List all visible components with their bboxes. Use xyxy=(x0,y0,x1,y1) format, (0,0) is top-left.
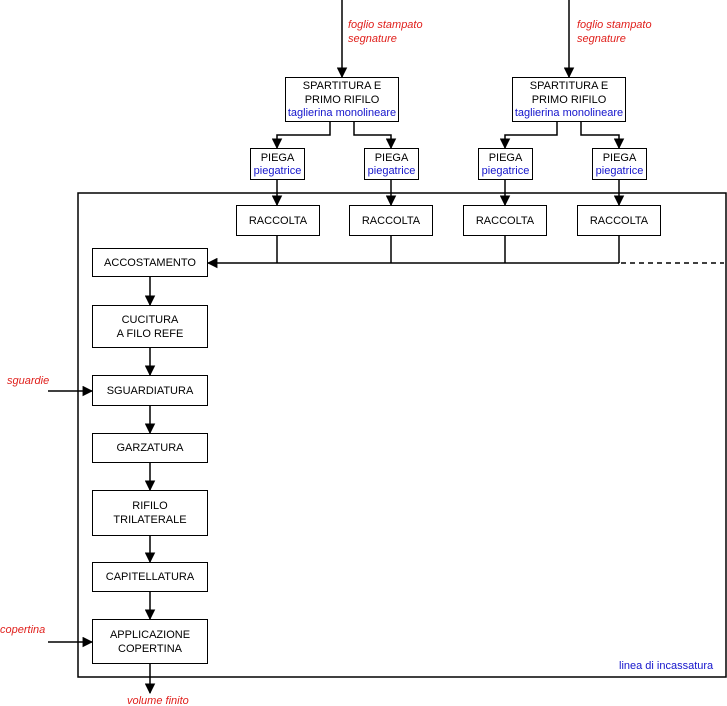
casing-box: APPLICAZIONE COPERTINA xyxy=(92,619,208,664)
endpapering-label: SGUARDIATURA xyxy=(106,384,194,397)
split-to-fold-2 xyxy=(353,122,397,150)
endpapering-box: SGUARDIATURA xyxy=(92,375,208,406)
binding-line-label: linea di incassatura xyxy=(619,660,714,672)
gather-label: RACCOLTA xyxy=(475,214,535,227)
fold-label: PIEGA xyxy=(260,151,295,164)
split-to-fold-1 xyxy=(271,122,331,150)
splitting-box-left: SPARTITURA E PRIMO RIFILO taglierina mon… xyxy=(285,77,399,122)
splitting-label: SPARTITURA E PRIMO RIFILO xyxy=(302,80,382,106)
gather-label: RACCOLTA xyxy=(589,214,649,227)
fold-label: PIEGA xyxy=(602,151,637,164)
fold-label: PIEGA xyxy=(374,151,409,164)
fold-machine: piegatrice xyxy=(481,164,530,177)
gauzing-label: GARZATURA xyxy=(116,442,184,454)
gather-label: RACCOLTA xyxy=(361,214,421,227)
gather-box-4: RACCOLTA xyxy=(577,205,661,236)
cover-label: copertina xyxy=(0,624,46,636)
endpapers-label: sguardie xyxy=(7,375,50,387)
fold-machine: piegatrice xyxy=(595,164,644,177)
split-to-fold-3 xyxy=(499,122,558,150)
fold-box-1: PIEGA piegatrice xyxy=(250,148,305,180)
fold-box-2: PIEGA piegatrice xyxy=(364,148,419,180)
trimming-label: RIFILO TRILATERALE xyxy=(113,500,187,526)
fold-box-4: PIEGA piegatrice xyxy=(592,148,647,180)
gather-box-2: RACCOLTA xyxy=(349,205,433,236)
fold-box-3: PIEGA piegatrice xyxy=(478,148,533,180)
output-label: volume finito xyxy=(127,695,189,706)
splitting-box-right: SPARTITURA E PRIMO RIFILO taglierina mon… xyxy=(512,77,626,122)
gather-box-1: RACCOLTA xyxy=(236,205,320,236)
splitting-machine: taglierina monolineare xyxy=(514,107,624,119)
collating-label: ACCOSTAMENTO xyxy=(104,256,196,269)
casing-label: APPLICAZIONE COPERTINA xyxy=(109,628,191,655)
fold-machine: piegatrice xyxy=(367,164,416,177)
sheet-label-right: foglio stampato segnature xyxy=(577,19,652,45)
fold-label: PIEGA xyxy=(488,151,523,164)
splitting-label: SPARTITURA E PRIMO RIFILO xyxy=(529,80,609,106)
sheet-label-left: foglio stampato segnature xyxy=(348,19,423,45)
gather-label: RACCOLTA xyxy=(248,214,308,227)
trimming-box: RIFILO TRILATERALE xyxy=(92,490,208,536)
binding-line-frame xyxy=(77,192,727,678)
sewing-box: CUCITURA A FILO REFE xyxy=(92,305,208,348)
sewing-label: CUCITURA A FILO REFE xyxy=(116,313,184,340)
collating-box: ACCOSTAMENTO xyxy=(92,248,208,277)
headbanding-label: CAPITELLATURA xyxy=(105,571,195,583)
split-to-fold-4 xyxy=(580,122,625,150)
gather-box-3: RACCOLTA xyxy=(463,205,547,236)
headbanding-box: CAPITELLATURA xyxy=(92,562,208,592)
gauzing-box: GARZATURA xyxy=(92,433,208,463)
splitting-machine: taglierina monolineare xyxy=(287,107,397,119)
fold-machine: piegatrice xyxy=(253,164,302,177)
